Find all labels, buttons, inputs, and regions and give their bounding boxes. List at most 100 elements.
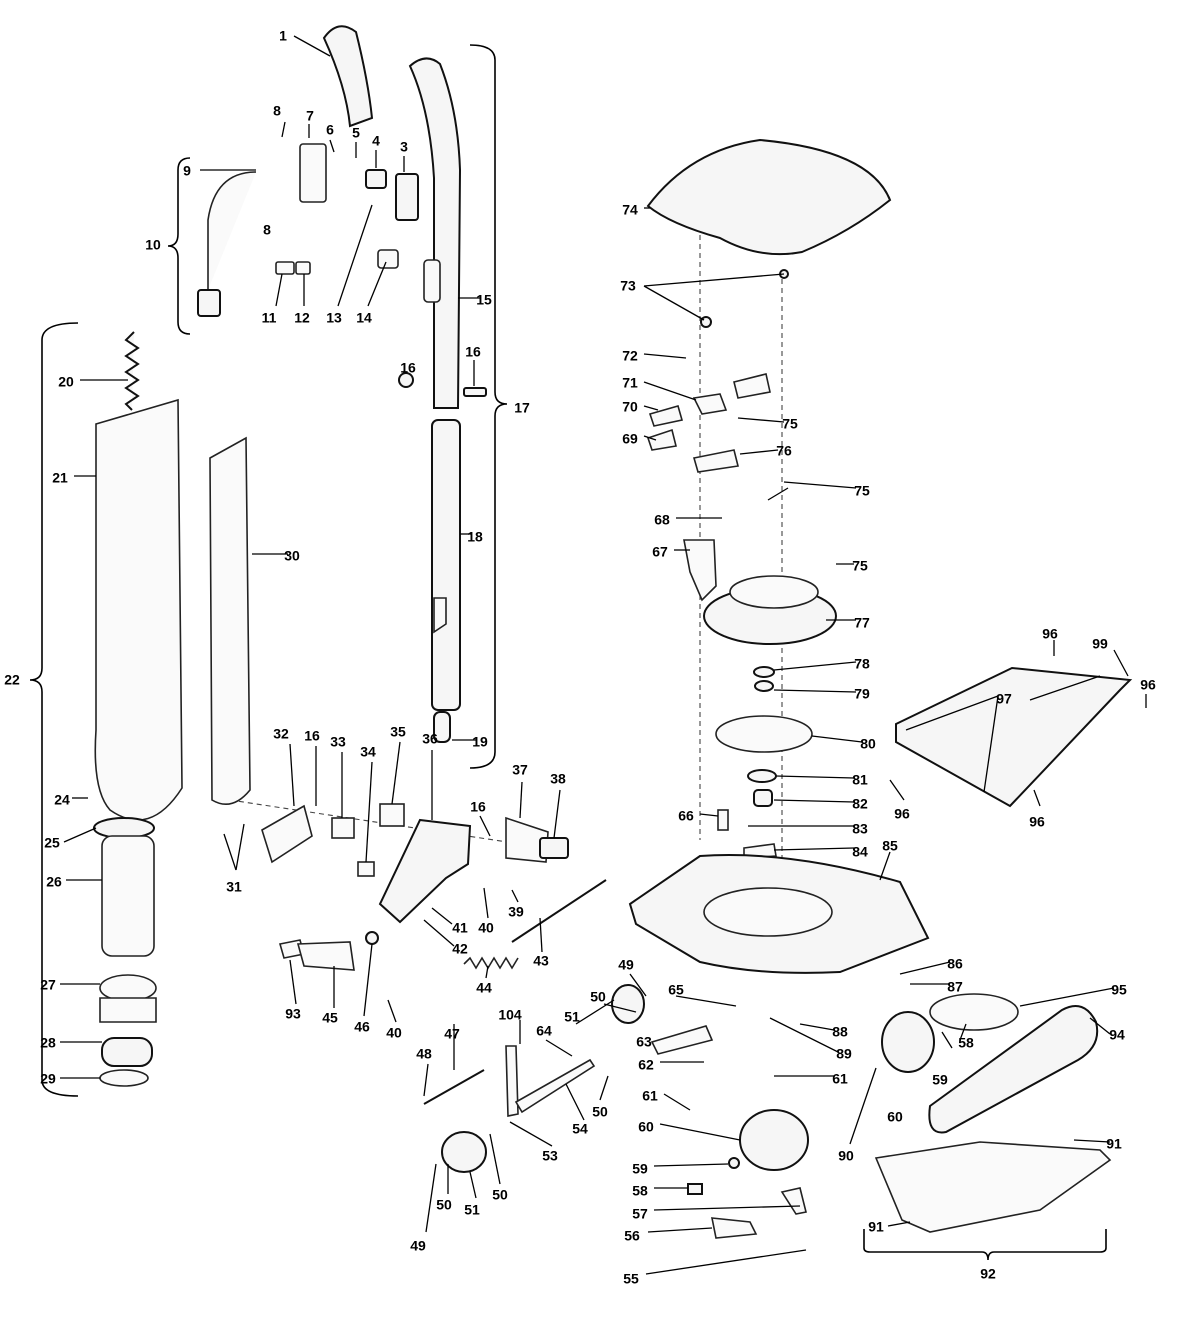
drive-belt <box>929 993 1019 1031</box>
callout-label: 104 <box>498 1007 522 1023</box>
callout-label: 37 <box>512 762 528 778</box>
handle-clip <box>423 259 441 303</box>
callout-label: 32 <box>273 726 289 742</box>
release-latch <box>539 837 569 859</box>
callout-label: 54 <box>572 1121 588 1137</box>
seal-78 <box>753 666 775 678</box>
washer-81 <box>747 769 777 783</box>
callout-label: 74 <box>622 202 638 218</box>
callout-label: 49 <box>618 957 634 973</box>
callout-label: 17 <box>514 400 530 416</box>
callout-label: 5 <box>352 125 360 141</box>
callout-label: 73 <box>620 278 636 294</box>
callout-label: 42 <box>452 941 468 957</box>
cord-bracket <box>261 804 313 864</box>
callout-label: 94 <box>1109 1027 1125 1043</box>
callout-label: 18 <box>467 529 483 545</box>
callout-label: 3 <box>400 139 408 155</box>
handle-grip <box>322 25 374 128</box>
hook-plate <box>331 817 355 839</box>
handle-foot <box>433 711 451 743</box>
callout-label: 90 <box>838 1148 854 1164</box>
motor-top <box>729 575 819 609</box>
callout-label: 24 <box>54 792 70 808</box>
callout-label: 88 <box>832 1024 848 1040</box>
callout-label: 91 <box>1106 1136 1122 1152</box>
callout-label: 16 <box>304 728 320 744</box>
callout-label: 60 <box>638 1119 654 1135</box>
lever-57 <box>780 1187 807 1215</box>
callout-label: 47 <box>444 1026 460 1042</box>
callout-label: 4 <box>372 133 380 149</box>
callout-label: 87 <box>947 979 963 995</box>
adjuster-link <box>514 1058 596 1114</box>
switch-bracket <box>299 143 327 203</box>
plug <box>197 289 221 317</box>
lower-handle-tube <box>431 419 461 711</box>
wheel-axle-47 <box>423 1069 485 1105</box>
callout-label: 9 <box>183 163 191 179</box>
callout-label: 44 <box>476 980 492 996</box>
callout-label: 70 <box>622 399 638 415</box>
callout-label: 39 <box>508 904 524 920</box>
pedal-switch <box>379 803 405 827</box>
callout-label: 59 <box>932 1072 948 1088</box>
callout-label: 96 <box>1140 677 1156 693</box>
wire-clip <box>377 249 399 269</box>
callout-label: 68 <box>654 512 670 528</box>
callout-label: 45 <box>322 1010 338 1026</box>
callout-label: 89 <box>836 1046 852 1062</box>
washer-59 <box>728 1157 740 1169</box>
callout-label: 79 <box>854 686 870 702</box>
washer-46 <box>365 931 379 945</box>
callout-label: 50 <box>492 1187 508 1203</box>
callout-label: 71 <box>622 375 638 391</box>
callout-label: 1 <box>279 28 287 44</box>
callout-label: 22 <box>4 672 20 688</box>
hood <box>646 138 892 256</box>
terminal-71 <box>692 393 728 415</box>
callout-label: 19 <box>472 734 488 750</box>
bag-rack <box>895 666 1133 808</box>
callout-label: 20 <box>58 374 74 390</box>
brace-10 <box>167 157 191 335</box>
height-adjuster <box>505 1045 519 1117</box>
agitator-brush <box>928 1005 1099 1134</box>
callout-label: 62 <box>638 1057 654 1073</box>
callout-label: 16 <box>400 360 416 376</box>
callout-label: 31 <box>226 879 242 895</box>
callout-label: 33 <box>330 734 346 750</box>
callout-label: 96 <box>894 806 910 822</box>
bolt-58 <box>687 1183 703 1195</box>
callout-label: 16 <box>465 344 481 360</box>
callout-label: 14 <box>356 310 372 326</box>
fan <box>715 715 813 753</box>
fan-chamber <box>703 887 833 937</box>
callout-label: 30 <box>284 548 300 564</box>
callout-label: 48 <box>416 1046 432 1062</box>
callout-label: 35 <box>390 724 406 740</box>
callout-label: 13 <box>326 310 342 326</box>
dust-bag <box>94 398 183 821</box>
callout-label: 8 <box>263 222 271 238</box>
bracket-63 <box>650 1025 714 1055</box>
callout-label: 25 <box>44 835 60 851</box>
callout-label: 8 <box>273 103 281 119</box>
callout-label: 75 <box>852 558 868 574</box>
callout-label: 99 <box>1092 636 1108 652</box>
callout-label: 40 <box>478 920 494 936</box>
tube-slot <box>433 597 447 634</box>
callout-label: 77 <box>854 615 870 631</box>
brace-17 <box>469 44 508 769</box>
wheel-51 <box>441 1131 487 1173</box>
callout-label: 55 <box>623 1271 639 1287</box>
leader-lines <box>60 35 1147 1275</box>
clamp-gasket <box>99 1069 149 1087</box>
callout-label: 11 <box>262 310 277 326</box>
callout-label: 7 <box>306 108 314 124</box>
bag-adapter <box>99 974 157 1002</box>
callout-label: 10 <box>145 237 161 253</box>
callout-label: 64 <box>536 1023 552 1039</box>
callout-label: 82 <box>852 796 868 812</box>
